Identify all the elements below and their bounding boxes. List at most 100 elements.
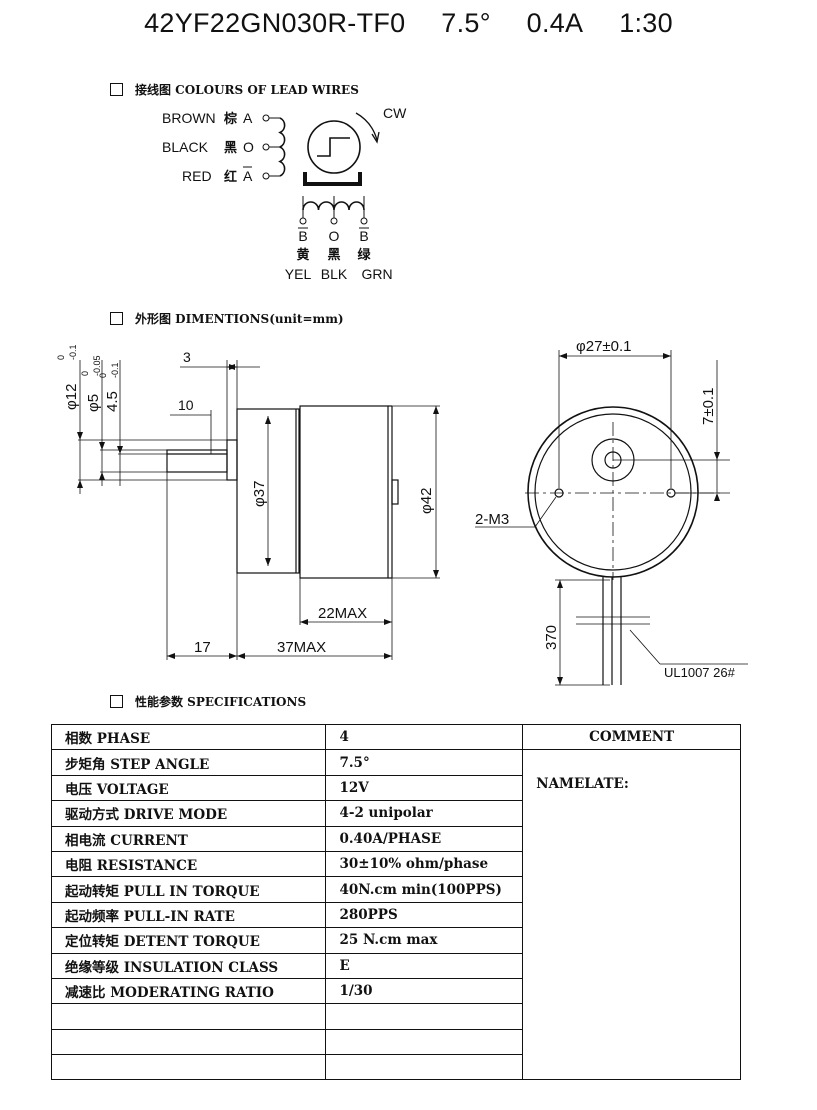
spec-value: 4-2 unipolar xyxy=(325,800,524,827)
spec-label xyxy=(50,1028,327,1056)
dim-3: 3 xyxy=(183,349,191,365)
spec-value: 4 xyxy=(325,723,524,751)
spec-label: 定位转矩 DETENT TORQUE xyxy=(50,927,327,954)
lead-brown-terminal: A xyxy=(243,110,253,126)
spec-value: 40N.cm min(100PPS) xyxy=(325,876,524,903)
spec-value xyxy=(325,1054,524,1081)
dim-4-5-tol-bot: -0.1 xyxy=(110,362,120,378)
spec-value: 30±10% ohm/phase xyxy=(325,850,524,878)
terminal-b-right: B xyxy=(359,228,368,244)
wiring-section-heading: 接线图 COLOURS OF LEAD WIRES xyxy=(110,81,359,98)
dim-phi5: φ5 xyxy=(85,394,102,412)
spec-label: 起动频率 PULL-IN RATE xyxy=(50,901,327,929)
page-title: 42YF22GN030R-TF0 7.5° 0.4A 1:30 xyxy=(0,8,817,39)
model-number: 42YF22GN030R-TF0 xyxy=(144,8,406,38)
spec-value: E xyxy=(325,952,524,979)
lead-red-label: RED xyxy=(182,168,212,184)
dim-37max: 37MAX xyxy=(277,639,326,656)
table-row: 定位转矩 DETENT TORQUE 25 N.cm max xyxy=(50,927,741,954)
spec-label: 电阻 RESISTANCE xyxy=(50,850,327,878)
dim-phi12-tol-top: 0 xyxy=(56,355,66,360)
cw-label: CW xyxy=(383,105,407,121)
terminal-b-left: B xyxy=(298,228,307,244)
table-row: 起动频率 PULL-IN RATE 280PPS xyxy=(50,901,741,929)
terminal-cn-green: 绿 xyxy=(357,247,371,263)
lead-red-cn: 红 xyxy=(224,169,237,185)
table-row: 步矩角 STEP ANGLE 7.5° NAMELATE: xyxy=(50,749,741,1081)
dim-7: 7±0.1 xyxy=(700,388,717,425)
table-row: 电阻 RESISTANCE 30±10% ohm/phase xyxy=(50,850,741,878)
spec-value: 0.40A/PHASE xyxy=(325,825,524,852)
step-angle: 7.5° xyxy=(441,8,491,38)
checkbox-icon xyxy=(110,695,123,708)
table-row: 绝缘等级 INSULATION CLASS E xyxy=(50,952,741,979)
spec-label xyxy=(50,1054,327,1081)
dim-phi5-tol-bot: -0.05 xyxy=(92,355,102,376)
motor-body xyxy=(299,405,389,579)
table-row: 相电流 CURRENT 0.40A/PHASE xyxy=(50,825,741,852)
spec-value: 12V xyxy=(325,774,524,802)
table-row: 相数 PHASE 4 COMMENT xyxy=(50,723,741,751)
dim-4-5: 4.5 xyxy=(104,391,121,412)
checkbox-icon xyxy=(110,312,123,325)
lead-black-terminal: O xyxy=(243,139,254,155)
cw-arrow-icon xyxy=(355,112,378,141)
dim-4-5-tol-top: 0 xyxy=(98,373,108,378)
spec-label xyxy=(50,1003,327,1030)
dim-2-m3: 2-M3 xyxy=(475,511,509,528)
table-row xyxy=(50,1054,741,1081)
gear-ratio: 1:30 xyxy=(619,8,673,38)
rotor-bracket xyxy=(303,172,362,186)
dim-370: 370 xyxy=(543,625,560,650)
table-row: 驱动方式 DRIVE MODE 4-2 unipolar xyxy=(50,800,741,827)
rear-boss xyxy=(391,479,399,505)
color-grn: GRN xyxy=(361,266,392,282)
terminal-o-bottom: O xyxy=(329,228,340,244)
dim-phi27: φ27±0.1 xyxy=(576,338,632,355)
dim-phi5-tol-top: 0 xyxy=(80,371,90,376)
dimension-drawing: φ12 0 -0.1 φ5 0 -0.05 4.5 0 -0.1 3 10 φ3… xyxy=(56,338,748,686)
spec-label: 减速比 MODERATING RATIO xyxy=(50,977,327,1005)
dimensions-section-heading: 外形图 DIMENTIONS(unit=mm) xyxy=(110,310,344,327)
gearbox-body xyxy=(236,408,300,574)
dim-phi12: φ12 xyxy=(63,384,80,410)
spec-value: 7.5° xyxy=(325,749,524,776)
spec-label: 驱动方式 DRIVE MODE xyxy=(50,800,327,827)
spec-value: 25 N.cm max xyxy=(325,927,524,954)
dim-22max: 22MAX xyxy=(318,605,367,622)
dim-phi37: φ37 xyxy=(251,481,268,507)
spec-label: 绝缘等级 INSULATION CLASS xyxy=(50,952,327,979)
color-yel: YEL xyxy=(285,266,312,282)
rated-current: 0.4A xyxy=(526,8,584,38)
comment-text: NAMELATE: xyxy=(536,776,629,793)
terminal-cn-black: 黑 xyxy=(327,248,340,263)
checkbox-icon xyxy=(110,83,123,96)
rotor-circle xyxy=(307,120,361,174)
spec-label: 相电流 CURRENT xyxy=(50,825,327,852)
dim-phi12-tol-bot: -0.1 xyxy=(68,344,78,360)
color-blk: BLK xyxy=(321,266,348,282)
wiring-diagram: BROWN 棕 A BLACK 黑 O RED 红 A CW B O B 黄 黑… xyxy=(162,105,407,282)
lead-brown-label: BROWN xyxy=(162,110,216,126)
lead-black-cn: 黑 xyxy=(224,141,237,156)
spec-label: 相数 PHASE xyxy=(50,723,327,751)
cable-spec: UL1007 26# xyxy=(664,665,736,680)
spec-label: 电压 VOLTAGE xyxy=(50,774,327,802)
spec-value xyxy=(325,1003,524,1030)
left-coil xyxy=(278,117,286,177)
spec-value: 280PPS xyxy=(325,901,524,929)
bottom-coil xyxy=(302,201,365,211)
comment-header: COMMENT xyxy=(522,723,741,751)
specifications-section-heading: 性能参数 SPECIFICATIONS xyxy=(110,693,306,710)
spec-value xyxy=(325,1028,524,1056)
spec-label: 步矩角 STEP ANGLE xyxy=(50,749,327,776)
dim-10: 10 xyxy=(178,397,194,413)
comment-cell: NAMELATE: xyxy=(522,749,741,1081)
dim-phi42: φ42 xyxy=(418,488,435,514)
lead-brown-cn: 棕 xyxy=(223,111,237,127)
dim-17: 17 xyxy=(194,639,211,656)
spec-value: 1/30 xyxy=(325,977,524,1005)
terminal-cn-yellow: 黄 xyxy=(296,247,309,263)
lead-black-label: BLACK xyxy=(162,139,209,155)
output-shaft xyxy=(166,449,228,473)
